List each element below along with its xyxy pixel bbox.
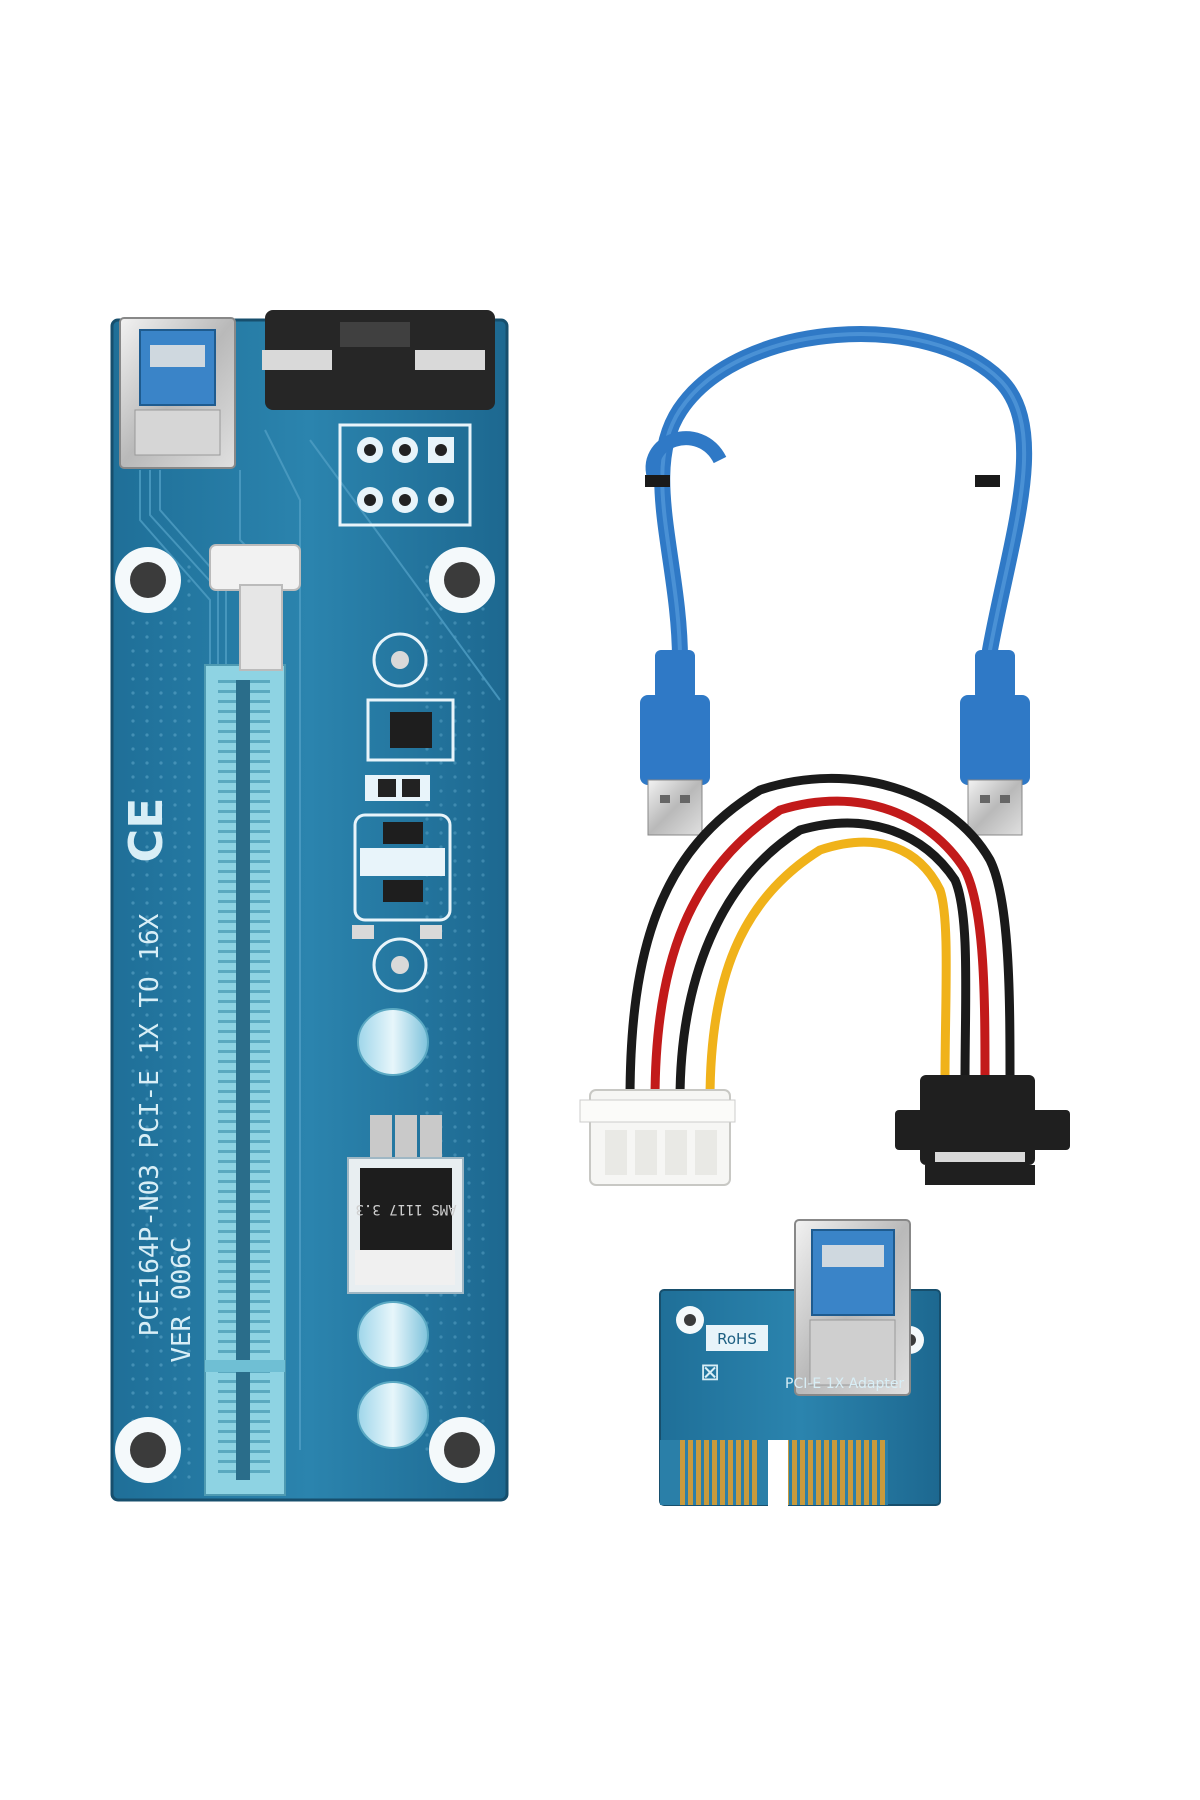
solder-pads: [338, 423, 472, 527]
usb-plug-right[interactable]: [960, 650, 1030, 836]
rohs-text: RoHS: [717, 1330, 757, 1348]
riser-power-connector[interactable]: [262, 310, 495, 410]
electrolytic-capacitor-top: [357, 1008, 429, 1076]
riser-usb-port[interactable]: [119, 317, 236, 469]
usb-plug-left[interactable]: [640, 650, 710, 836]
adapter-board: RoHS ⊠ PCI-E 1X Adapter: [659, 1219, 941, 1510]
voltage-regulator: AMS 1117 3.3: [347, 1115, 464, 1294]
capacitor-c10: [372, 937, 428, 993]
board-model-text: PCE164P-N03 PCI-E 1X TO 16X: [135, 913, 165, 1336]
adapter-label: PCI-E 1X Adapter: [785, 1376, 904, 1392]
mounting-hole-top-right: [429, 547, 495, 613]
rohs-badge: RoHS: [706, 1325, 768, 1351]
weee-bin-icon: ⊠: [700, 1358, 720, 1386]
electrolytic-capacitor-mid: [357, 1301, 429, 1369]
power-adapter-cable: [579, 774, 1070, 1186]
mounting-hole-top-left: [115, 547, 181, 613]
slot-latch[interactable]: [209, 544, 301, 671]
molex-connector[interactable]: [579, 1089, 736, 1186]
mounting-hole-bottom-right: [429, 1417, 495, 1483]
usb-cable: [640, 326, 1033, 836]
pcie-x16-slot[interactable]: [204, 664, 286, 1496]
ce-mark: CE: [119, 797, 173, 862]
electrolytic-capacitor-bottom: [357, 1381, 429, 1449]
riser-board: AMS 1117 3.3 CE PCE164P-N03 PCI-E 1X TO …: [110, 310, 509, 1502]
adapter-usb-port[interactable]: [794, 1219, 911, 1396]
smd-components: [352, 775, 452, 939]
mounting-hole-bottom-left: [115, 1417, 181, 1483]
adapter-mounting-hole-left: [676, 1306, 704, 1334]
board-version-text: VER 006C: [167, 1237, 197, 1362]
sata-power-connector[interactable]: [895, 1075, 1070, 1185]
pcie-x1-edge-connector[interactable]: [660, 1440, 888, 1510]
capacitor-c11: [372, 632, 428, 688]
regulator-chip-text: AMS 1117 3.3: [355, 1201, 456, 1217]
ic-chip-small: [366, 698, 455, 762]
